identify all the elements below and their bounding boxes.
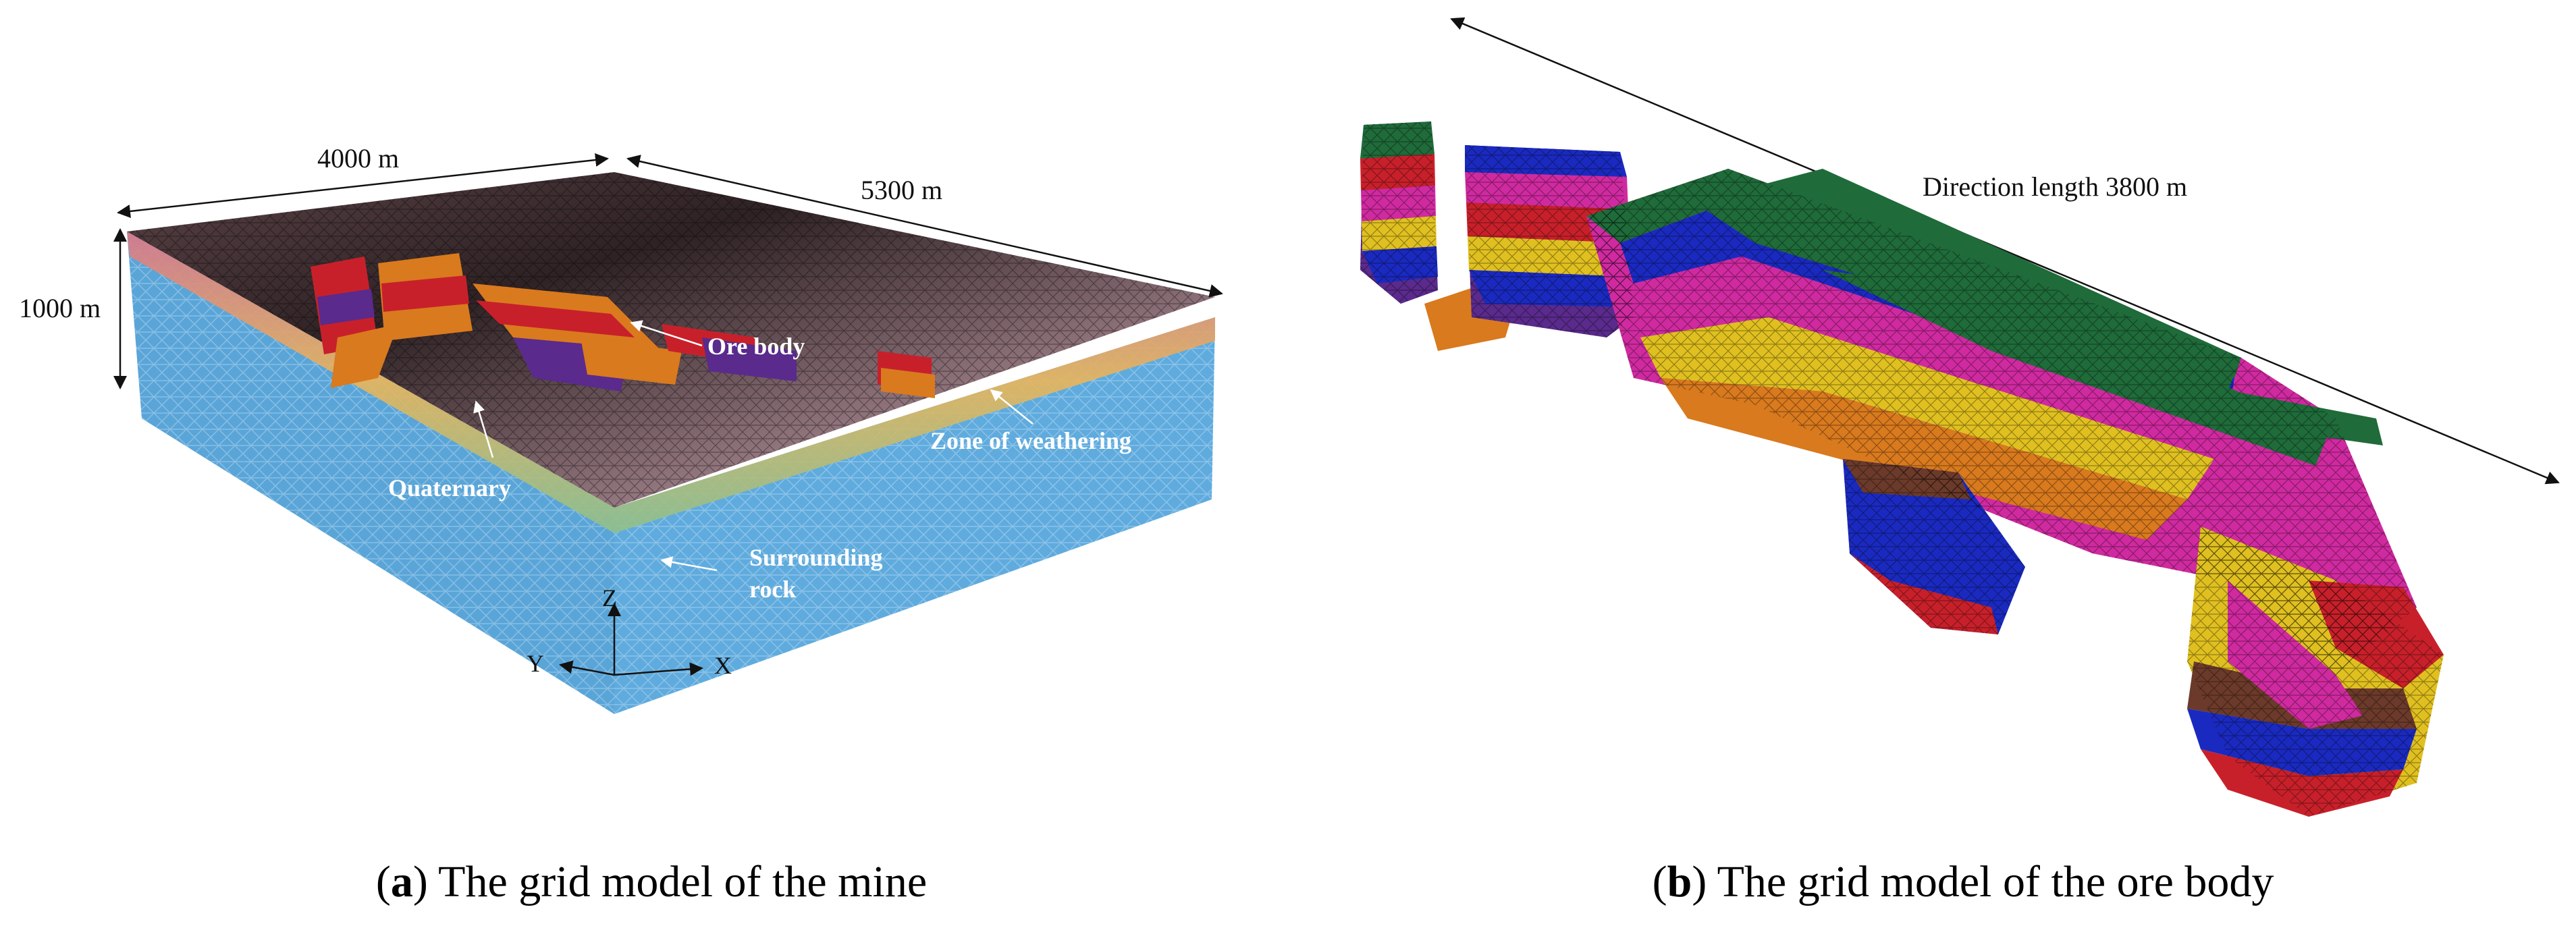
label-surrounding-rock-line1: Surrounding bbox=[749, 544, 882, 571]
axis-x-label: X bbox=[714, 652, 732, 679]
ore-body-segments bbox=[311, 253, 935, 398]
dim-length-arrow bbox=[626, 155, 1223, 298]
panel-b-ore-body-grid-model: Direction length 3800 m bbox=[1360, 17, 2560, 906]
dim-width-arrow bbox=[117, 153, 609, 218]
axis-z-label: Z bbox=[602, 584, 617, 611]
direction-length-arrow bbox=[1450, 17, 2560, 485]
axis-triad: Z Y X bbox=[527, 584, 732, 679]
dim-length-label: 5300 m bbox=[861, 175, 942, 205]
label-zone-of-weathering: Zone of weathering bbox=[930, 427, 1131, 454]
direction-length-label: Direction length 3800 m bbox=[1923, 171, 2187, 202]
caption-a: (a) The grid model of the mine bbox=[376, 857, 927, 906]
panel-a-mine-grid-model: 4000 m 5300 m 1000 m Ore body Zone of we… bbox=[19, 143, 1223, 906]
label-quaternary: Quaternary bbox=[388, 474, 511, 501]
axis-y-label: Y bbox=[527, 650, 544, 677]
label-surrounding-rock-line2: rock bbox=[749, 576, 796, 603]
caption-b: (b) The grid model of the ore body bbox=[1653, 857, 2274, 906]
dim-height-label: 1000 m bbox=[19, 293, 101, 323]
label-ore-body: Ore body bbox=[707, 333, 805, 360]
dim-width-label: 4000 m bbox=[317, 143, 399, 173]
